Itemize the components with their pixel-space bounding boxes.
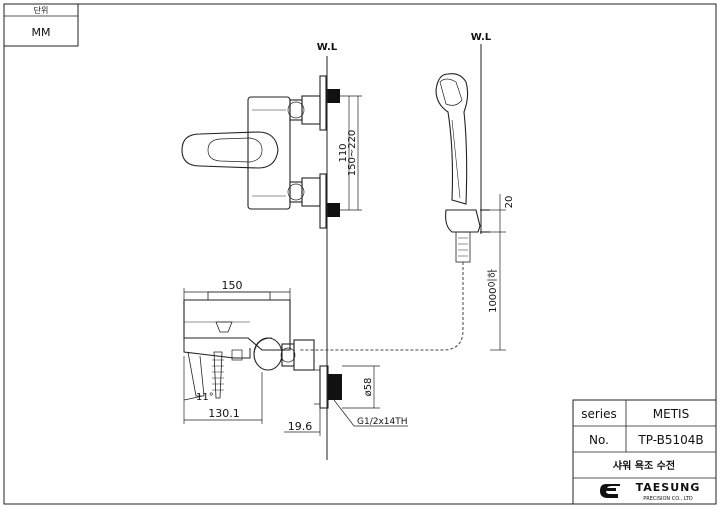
- waterline-label-front: W.L: [317, 42, 338, 53]
- product-name: 샤워 욕조 수전: [613, 459, 675, 472]
- no-label: No.: [589, 433, 609, 447]
- title-block: series METIS No. TP-B5104B 샤워 욕조 수전 TAES…: [572, 399, 717, 505]
- shower-head: [435, 73, 469, 205]
- no-value: TP-B5104B: [637, 433, 703, 447]
- dim-hose-length: 1000이하: [486, 269, 499, 313]
- hook-dimension: [490, 194, 506, 233]
- thread-callout: [333, 399, 408, 427]
- width-dimension: [183, 288, 291, 300]
- spacing-dimension: [340, 95, 362, 211]
- company-sub: PRECISION CO., LTD: [643, 496, 693, 502]
- unit-box-value: MM: [32, 26, 51, 39]
- company-logo: TAESUNG PRECISION CO., LTD: [600, 481, 701, 502]
- dim-20: 20: [504, 196, 515, 209]
- faucet-front-view: [181, 75, 327, 229]
- unit-box: 단위 MM: [3, 3, 79, 47]
- wall-fitting-side: [328, 374, 342, 400]
- thread-label: G1/2x14TH: [357, 417, 408, 427]
- dim-150: 150: [222, 279, 243, 292]
- hose-length-dimension: [490, 232, 506, 351]
- series-label: series: [581, 407, 617, 421]
- dim-150-220: 150~220: [347, 130, 358, 177]
- dim-angle: 11°: [196, 392, 214, 403]
- dim-19: 19.6: [288, 420, 313, 433]
- series-value: METIS: [653, 407, 689, 421]
- company-name: TAESUNG: [636, 481, 701, 494]
- angle-dimension: [183, 356, 203, 424]
- offset-dimension: [284, 408, 321, 436]
- wall-fittings: [326, 89, 340, 217]
- dim-diameter: ø58: [363, 378, 374, 397]
- waterline-label-side: W.L: [471, 32, 492, 43]
- dim-110: 110: [338, 143, 349, 162]
- shower-holder: [445, 209, 490, 263]
- shower-hose: [300, 262, 464, 351]
- depth-dimension: [184, 372, 263, 424]
- diameter-dimension: [342, 365, 380, 409]
- faucet-side-view: [183, 291, 329, 409]
- unit-box-label: 단위: [34, 5, 49, 15]
- dim-130: 130.1: [208, 407, 240, 420]
- drawing-border: [3, 3, 717, 505]
- logo-mark-icon: [600, 484, 620, 498]
